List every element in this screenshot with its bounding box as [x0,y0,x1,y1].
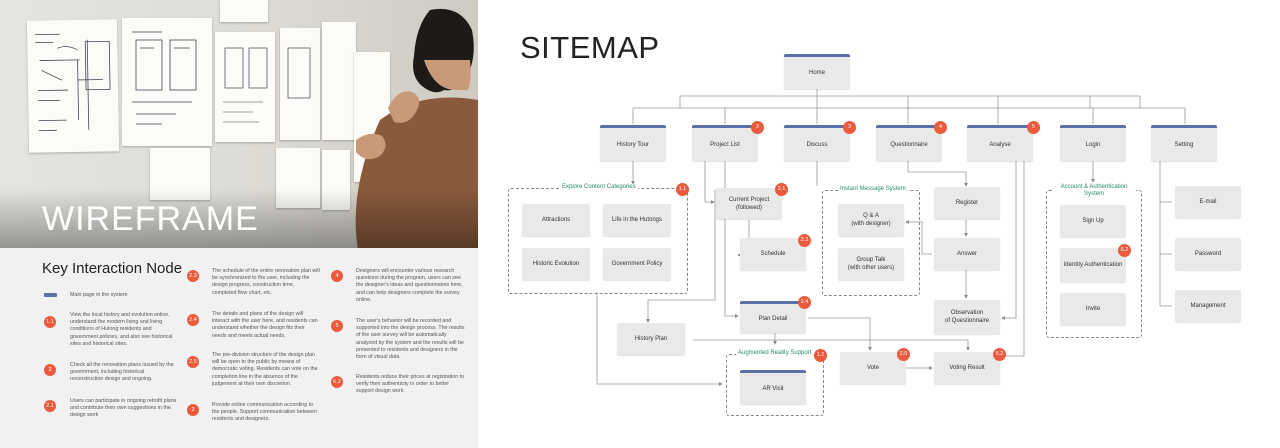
main-page-legend-swatch [44,293,57,297]
answer-node[interactable]: Answer [934,238,1000,270]
identity-authentication-node[interactable]: Identity Authentication [1060,248,1126,282]
legend-badge: 2.4 [187,314,199,326]
government-policy-node[interactable]: Government Policy [603,248,671,280]
legend-badge: 1.1 [44,316,56,328]
observation-node[interactable]: Observation of Questionnaire [934,300,1000,334]
sketch-drawing [287,47,311,99]
paper-sheet [220,0,268,22]
project-list-node[interactable]: Project List [692,125,758,161]
key-interaction-title: Key Interaction Node [42,260,183,277]
person-figure [355,8,478,248]
wireframe-photo [0,0,478,248]
legend-text: Main page in the system [70,292,128,298]
analyse-badge: 5 [1027,121,1040,134]
legend-text: Residents reduce their prices at registr… [356,374,465,395]
login-node[interactable]: Login [1060,125,1126,161]
attractions-node[interactable]: Attractions [522,204,590,236]
plan-detail-node[interactable]: Plan Detail [740,301,806,333]
plan-detail-badge: 2.4 [798,296,811,309]
legend-text: Provide online communication according t… [212,402,317,423]
ar-visit-node[interactable]: AR Visit [740,370,806,404]
voting-result-node[interactable]: Voting Result [934,352,1000,384]
legend-badge: 2.3 [187,270,199,282]
paper-sheet [215,32,275,142]
current-project-node[interactable]: Current Project (followed) [716,188,782,219]
vote-badge: 2.5 [897,348,910,361]
history-plan-node[interactable]: History Plan [617,323,685,355]
email-node[interactable]: E-mail [1175,186,1241,218]
current-project-badge: 2.1 [775,183,788,196]
legend-text: The user's behavior will be recorded and… [356,318,465,361]
identity-auth-badge: 6.2 [1118,244,1131,257]
qa-node[interactable]: Q & A (with designer) [838,204,904,236]
sign-up-node[interactable]: Sign Up [1060,205,1126,237]
questionnaire-badge: 4 [934,121,947,134]
password-node[interactable]: Password [1175,238,1241,270]
group-talk-node[interactable]: Group Talk (with other users) [838,248,904,280]
legend-badge: 2.1 [44,400,56,412]
ar-support-label: Augmented Reality Support [736,350,814,356]
legend-badge: 3 [187,404,199,416]
paper-sheet [280,28,320,140]
wireframe-heading: WIREFRAME [42,200,259,238]
home-node[interactable]: Home [784,54,850,89]
life-in-hutongs-node[interactable]: Life in the Hutongs [603,204,671,236]
legend-text: The details and plans of the design will… [212,311,318,339]
legend-text: Check all the renovation plans issued by… [70,362,174,383]
paper-sheet [276,148,320,208]
legend-text: View the local history and evolution onl… [70,312,173,347]
discuss-node[interactable]: Discuss [784,125,850,161]
schedule-node[interactable]: Schedule [740,238,806,270]
historic-evolution-node[interactable]: Historic Evolution [522,248,590,280]
sketch-drawing [35,33,111,132]
paper-sheet [122,18,212,146]
discuss-badge: 3 [843,121,856,134]
photo-shade [0,188,478,248]
legend-badge: 2.5 [187,356,199,368]
legend-text: Designers will encounter various researc… [356,268,463,303]
setting-node[interactable]: Setting [1151,125,1217,161]
explore-badge: 1.1 [676,183,689,196]
legend-text: The pre-division structure of the design… [212,352,318,387]
vote-node[interactable]: Vote [840,352,906,384]
account-auth-label: Account & Authentication System [1052,184,1136,198]
legend-badge: 4 [331,270,343,282]
register-node[interactable]: Register [934,187,1000,219]
legend-text: The schedule of the entire renovation pl… [212,268,320,296]
sketch-drawing [132,31,197,125]
questionnaire-node[interactable]: Questionnaire [876,125,942,161]
im-system-label: Instant Message System [838,186,908,192]
analyse-node[interactable]: Analyse [967,125,1033,161]
legend-badge: 5 [331,320,343,332]
history-tour-node[interactable]: History Tour [600,125,666,161]
invite-node[interactable]: Invite [1060,293,1126,325]
paper-sheet [322,22,356,140]
schedule-badge: 2.3 [798,234,811,247]
paper-sheet [322,150,350,210]
legend-text: Users can participate in ongoing retrofi… [70,398,177,419]
sketch-drawing [223,47,268,123]
legend-badge: 6.2 [331,376,343,388]
sitemap-heading: SITEMAP [520,30,660,65]
paper-sheet [150,148,210,200]
paper-sheet [26,19,120,153]
management-node[interactable]: Management [1175,290,1241,322]
legend-badge: 2 [44,364,56,376]
explore-content-label: Explore Content Categories [560,184,638,190]
ar-support-badge: 1.2 [814,349,827,362]
wireframe-panel: WIREFRAME Key Interaction Node Main page… [0,0,478,448]
voting-result-badge: 5.2 [993,348,1006,361]
project-list-badge: 2 [751,121,764,134]
